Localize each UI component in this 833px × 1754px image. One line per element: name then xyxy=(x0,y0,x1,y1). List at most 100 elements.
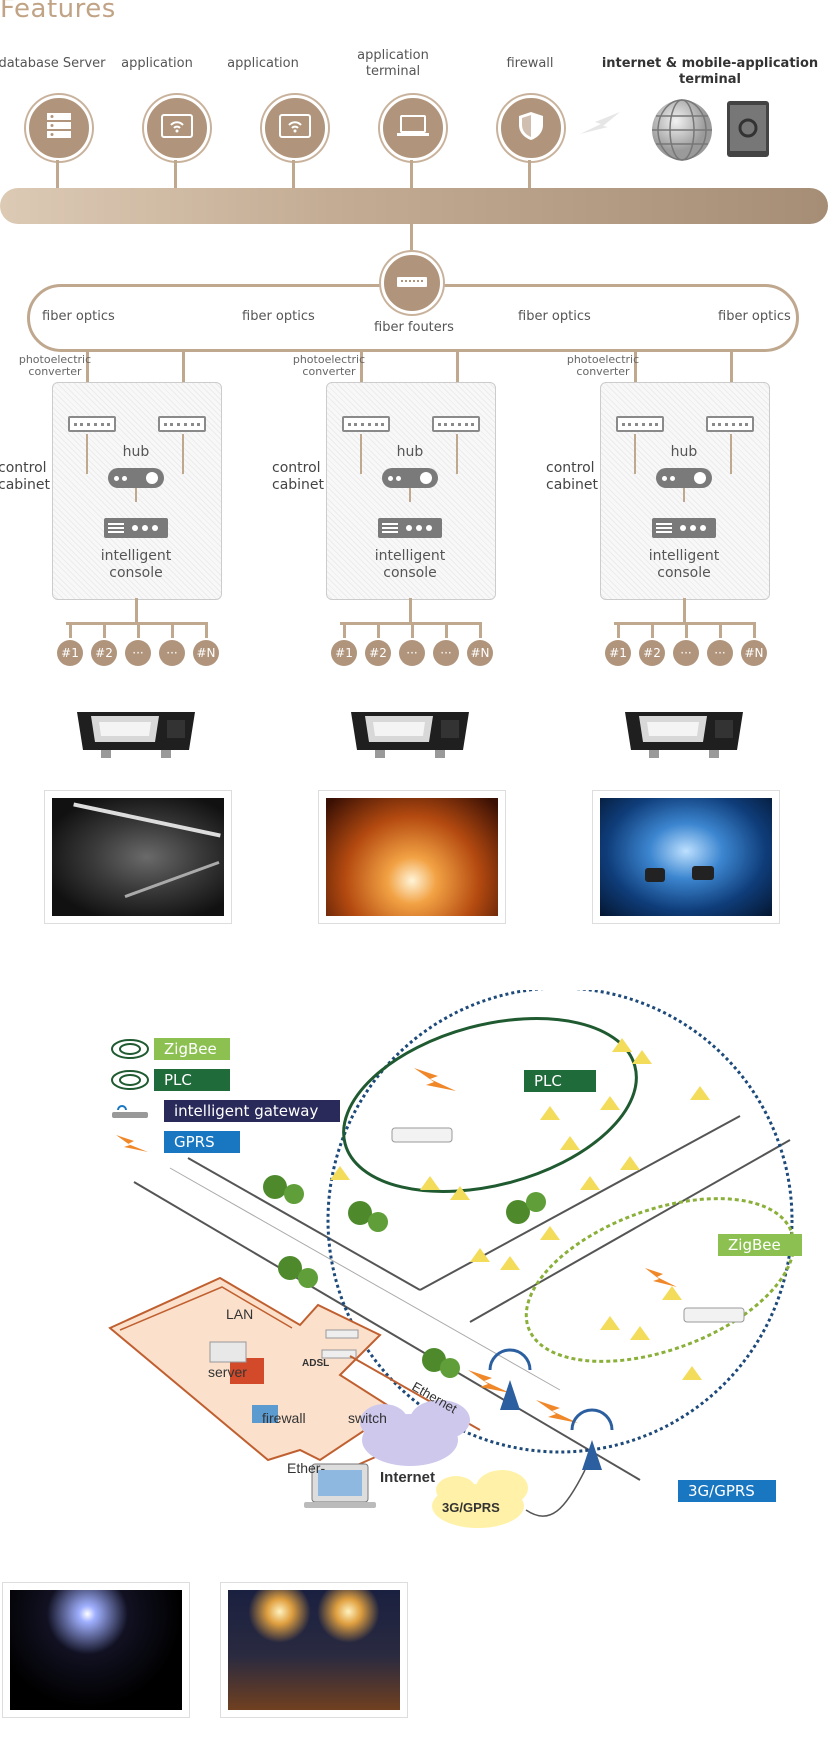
light-node-5: #N xyxy=(741,640,767,666)
connector xyxy=(651,622,654,638)
wifi-tablet-icon xyxy=(161,114,193,142)
switch-label: switch xyxy=(348,1410,387,1426)
legend-item-zigbee: ZigBee xyxy=(110,1038,340,1060)
street-photo-2 xyxy=(220,1582,408,1718)
fiber-label-3: fiber optics xyxy=(518,309,591,324)
light-node-2: #2 xyxy=(365,640,391,666)
hub-device xyxy=(656,468,712,488)
connector xyxy=(634,434,636,474)
connector xyxy=(409,488,411,502)
zigbee-signal-icon xyxy=(111,1039,149,1059)
connector xyxy=(135,598,138,624)
light-node-5: #N xyxy=(193,640,219,666)
hub-label: hub xyxy=(122,444,150,460)
light-fixture xyxy=(77,712,195,758)
light-node-1: #1 xyxy=(57,640,83,666)
hub-label: hub xyxy=(396,444,424,460)
application-terminal-node xyxy=(380,95,446,161)
internet-label: Internet xyxy=(380,1469,436,1486)
node-label-database-server: database Server xyxy=(0,56,106,71)
light-fixture xyxy=(625,712,743,758)
internet-terminal-label: internet & mobile-application terminal xyxy=(601,56,819,87)
connector xyxy=(343,622,346,638)
connector xyxy=(137,622,140,638)
network-backbone-bar xyxy=(0,188,828,224)
intelligent-console-device xyxy=(652,518,716,538)
connector xyxy=(617,622,620,638)
node-label-application-1: application xyxy=(121,56,193,71)
adsl-device xyxy=(325,1329,359,1339)
shield-icon xyxy=(518,111,544,145)
connector xyxy=(445,622,448,638)
connector xyxy=(753,622,756,638)
light-fixture xyxy=(351,712,469,758)
legend-label: intelligent gateway xyxy=(164,1100,340,1122)
hub-device xyxy=(382,468,438,488)
cloud-gprs-label: 3G/GPRS xyxy=(442,1500,500,1515)
tunnel-photo-3 xyxy=(592,790,780,924)
photoelectric-converter-device xyxy=(432,416,480,432)
light-node-1: #1 xyxy=(605,640,631,666)
application-node-1 xyxy=(144,95,210,161)
connector xyxy=(86,434,88,474)
server-device xyxy=(209,1341,247,1363)
gateway-icon xyxy=(112,1105,148,1118)
firewall-label: firewall xyxy=(262,1410,306,1426)
laptop-icon xyxy=(396,114,430,142)
firewall-node xyxy=(498,95,564,161)
connector xyxy=(86,352,89,408)
light-node-4: ··· xyxy=(159,640,185,666)
legend-item-gateway: intelligent gateway xyxy=(110,1100,340,1122)
connector xyxy=(410,224,413,254)
street-photo-1 xyxy=(2,1582,190,1718)
plc-tag: PLC xyxy=(524,1070,596,1092)
connector xyxy=(135,488,137,502)
gprs-tag: 3G/GPRS xyxy=(678,1480,776,1502)
gateway-device xyxy=(683,1307,745,1323)
connector xyxy=(205,622,208,638)
connector xyxy=(69,622,72,638)
light-node-3: ··· xyxy=(125,640,151,666)
connector xyxy=(634,352,637,408)
connector xyxy=(182,352,185,408)
connector xyxy=(56,160,59,190)
hub-label: hub xyxy=(670,444,698,460)
gateway-device xyxy=(391,1127,453,1143)
page-title: Features xyxy=(0,0,116,24)
connector xyxy=(411,622,414,638)
lan-label: LAN xyxy=(226,1306,254,1322)
road-line xyxy=(133,1181,641,1481)
switch-device xyxy=(321,1349,357,1359)
intelligent-console-device xyxy=(104,518,168,538)
light-node-3: ··· xyxy=(399,640,425,666)
zigbee-tag: ZigBee xyxy=(718,1234,802,1256)
connector xyxy=(528,160,531,190)
wifi-tablet-icon xyxy=(279,114,311,142)
hub-device xyxy=(108,468,164,488)
internet-cloud xyxy=(360,1400,470,1466)
node-label-firewall: firewall xyxy=(506,56,554,71)
road-line xyxy=(419,1115,741,1291)
fiber-label-1: fiber optics xyxy=(42,309,115,324)
connector xyxy=(683,598,686,624)
connector xyxy=(182,434,184,474)
fiber-router-node xyxy=(381,252,443,314)
light-node-1: #1 xyxy=(331,640,357,666)
adsl-label: ADSL xyxy=(302,1358,330,1369)
tunnel-photo-1 xyxy=(44,790,232,924)
connector xyxy=(719,622,722,638)
gprs-range-circle xyxy=(326,990,794,1454)
plc-range-ellipse xyxy=(342,1017,638,1193)
light-node-2: #2 xyxy=(639,640,665,666)
light-node-4: ··· xyxy=(707,640,733,666)
plc-signal-icon xyxy=(111,1070,149,1090)
legend-label: ZigBee xyxy=(154,1038,230,1060)
connector xyxy=(292,160,295,190)
connector xyxy=(456,352,459,408)
road-line xyxy=(469,1139,791,1323)
zigbee-range-ellipse xyxy=(524,1197,796,1363)
